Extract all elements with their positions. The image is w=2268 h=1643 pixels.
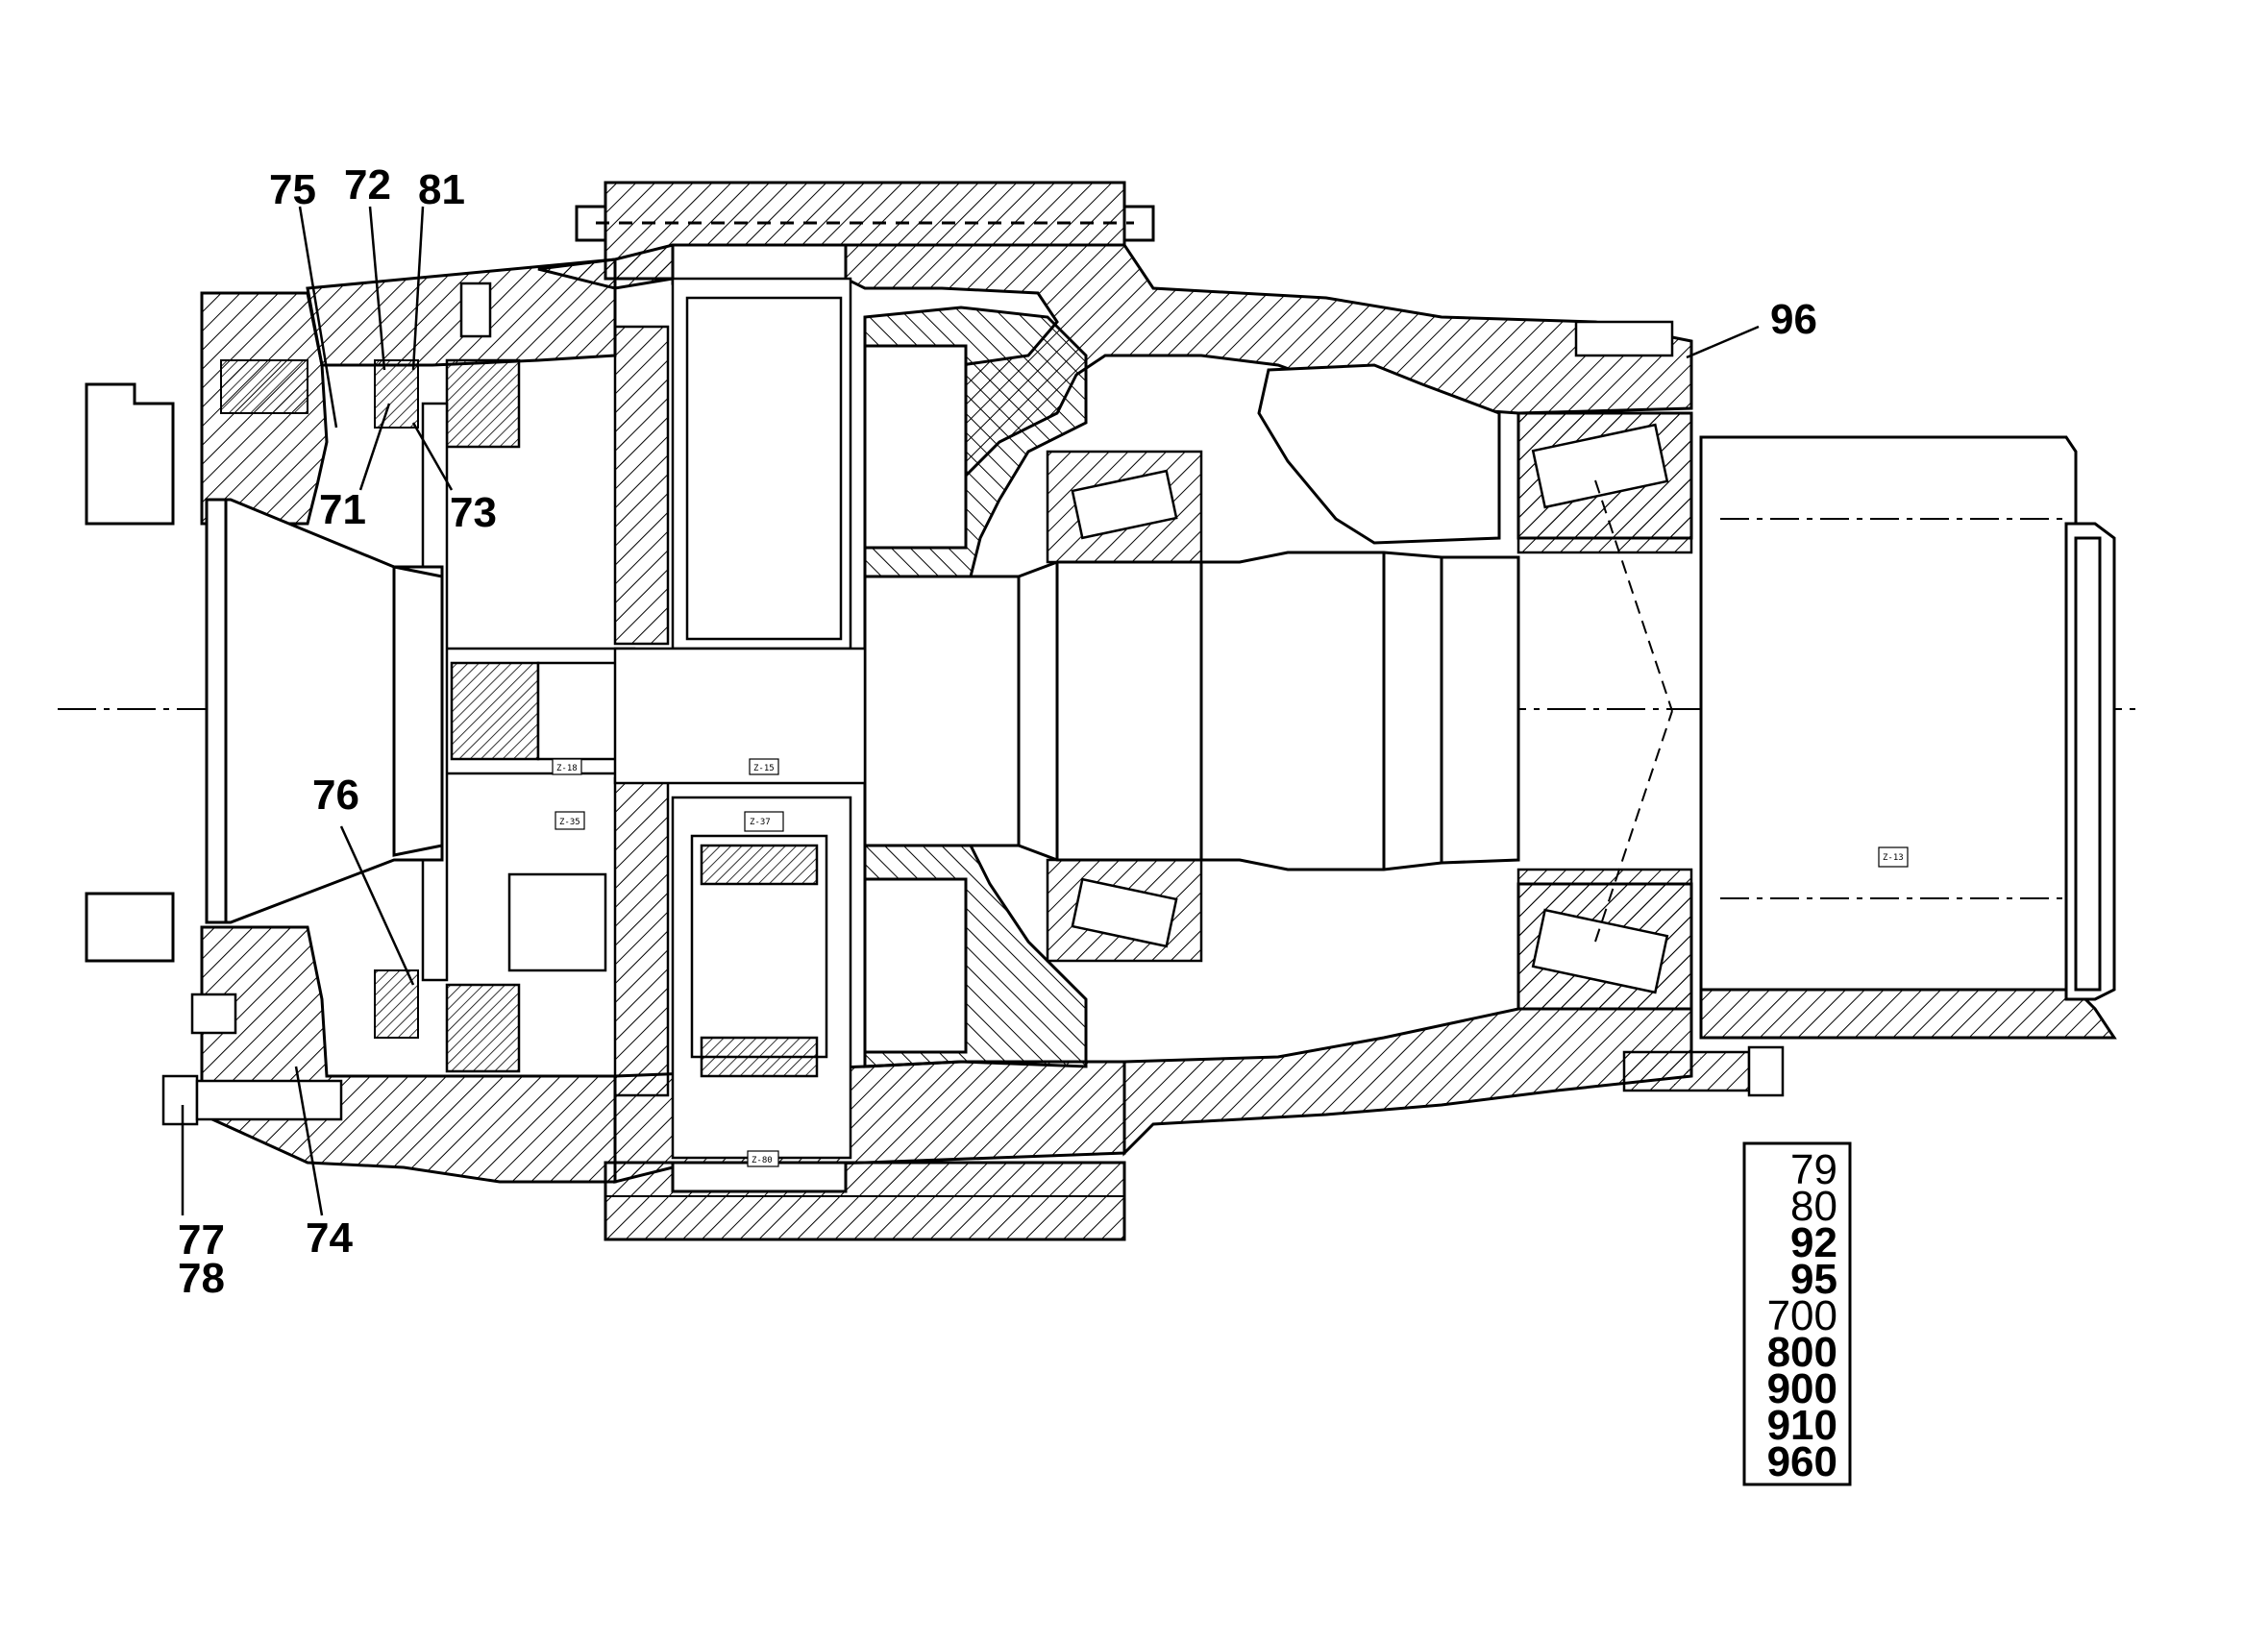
callout-73: 73 <box>450 489 497 536</box>
part-list-item: 80 <box>1790 1183 1837 1230</box>
gear-tag-z37: Z-37 <box>750 818 771 827</box>
taper-bearings <box>1046 411 1693 1011</box>
gear-tags: Z-18 Z-15 Z-35 Z-37 Z-80 Z-13 <box>552 758 1909 1167</box>
output-shaft <box>863 551 1520 871</box>
part-list-box: 79 80 92 95 700 800 900 910 960 <box>1742 1141 1852 1486</box>
hub-cover <box>2064 522 2116 1001</box>
input-cone <box>85 382 444 963</box>
gear-tag-z13: Z-13 <box>1883 853 1904 863</box>
part-list-item: 700 <box>1767 1292 1837 1339</box>
bolts <box>161 282 1785 1126</box>
callout-76: 76 <box>312 772 359 819</box>
callout-71: 71 <box>319 486 366 533</box>
callout-74: 74 <box>306 1214 353 1262</box>
part-list-item: 79 <box>1790 1146 1837 1193</box>
planetary-gears <box>421 277 867 1160</box>
callout-77: 77 <box>178 1216 225 1263</box>
gear-tag-z18: Z-18 <box>556 764 578 773</box>
gear-tag-z15: Z-15 <box>753 764 775 773</box>
callout-96: 96 <box>1770 296 1817 343</box>
part-list-item: 960 <box>1767 1438 1837 1485</box>
gear-tag-z80: Z-80 <box>752 1156 773 1165</box>
brake-disc-pack <box>445 358 521 1073</box>
part-list-item: 800 <box>1767 1329 1837 1376</box>
leader-lines <box>181 206 1760 1216</box>
part-list-item: 92 <box>1790 1219 1837 1266</box>
gear-tag-z35: Z-35 <box>559 818 580 827</box>
callout-72: 72 <box>344 161 391 208</box>
part-list-item: 95 <box>1790 1256 1837 1303</box>
housing-upper <box>200 181 2078 992</box>
callout-78: 78 <box>178 1255 225 1302</box>
part-list-item: 900 <box>1767 1365 1837 1412</box>
callouts: 75 72 81 71 73 96 76 77 78 74 <box>178 161 1817 1302</box>
callout-81: 81 <box>418 166 465 213</box>
part-list-item: 910 <box>1767 1402 1837 1449</box>
callout-75: 75 <box>269 166 316 213</box>
